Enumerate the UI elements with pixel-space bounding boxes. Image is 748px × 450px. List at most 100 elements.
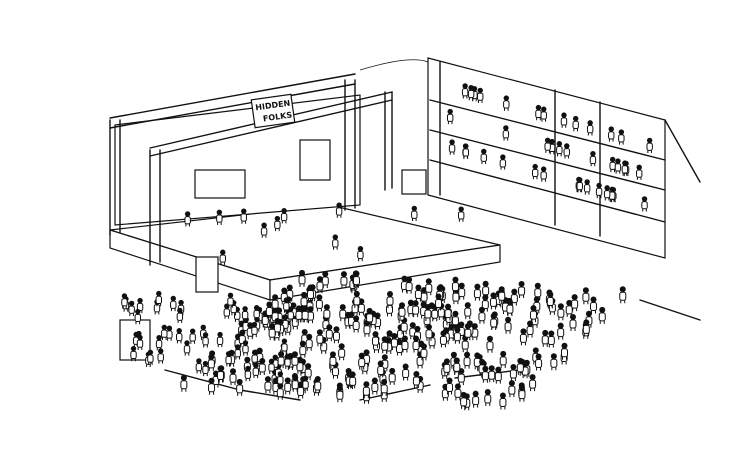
folk[interactable] bbox=[563, 143, 570, 159]
folk[interactable] bbox=[425, 278, 433, 296]
folk[interactable] bbox=[380, 378, 388, 396]
folk[interactable] bbox=[595, 182, 603, 199]
folk[interactable] bbox=[274, 215, 281, 232]
folk[interactable] bbox=[518, 384, 526, 402]
folk[interactable] bbox=[635, 164, 643, 180]
folk[interactable] bbox=[464, 323, 472, 341]
folk[interactable] bbox=[283, 297, 290, 313]
folk[interactable] bbox=[321, 270, 329, 288]
folk[interactable] bbox=[451, 276, 459, 294]
folk[interactable] bbox=[128, 300, 135, 317]
folk[interactable] bbox=[195, 358, 203, 374]
folk[interactable] bbox=[136, 334, 144, 350]
folk[interactable] bbox=[467, 85, 475, 101]
folk[interactable] bbox=[265, 301, 273, 319]
folk[interactable] bbox=[531, 163, 539, 180]
folk[interactable] bbox=[444, 303, 452, 321]
folk[interactable] bbox=[499, 350, 507, 368]
folk[interactable] bbox=[454, 383, 462, 401]
folk[interactable] bbox=[130, 345, 137, 362]
folk[interactable] bbox=[202, 360, 209, 377]
folk[interactable] bbox=[161, 324, 168, 340]
folk[interactable] bbox=[240, 208, 247, 224]
folk[interactable] bbox=[609, 156, 616, 173]
folk[interactable] bbox=[499, 392, 507, 410]
folk[interactable] bbox=[439, 330, 447, 348]
folk[interactable] bbox=[184, 211, 191, 227]
folk[interactable] bbox=[494, 366, 502, 384]
folk[interactable] bbox=[446, 377, 454, 395]
folk[interactable] bbox=[202, 332, 209, 348]
folk[interactable] bbox=[608, 126, 615, 142]
folk[interactable] bbox=[338, 343, 346, 361]
folk[interactable] bbox=[242, 340, 249, 356]
folk[interactable] bbox=[295, 305, 303, 323]
folk[interactable] bbox=[540, 166, 547, 182]
folk[interactable] bbox=[458, 282, 466, 300]
folk[interactable] bbox=[608, 186, 616, 202]
folk[interactable] bbox=[136, 297, 144, 314]
folk[interactable] bbox=[508, 380, 516, 398]
folk[interactable] bbox=[603, 185, 611, 201]
folk[interactable] bbox=[251, 349, 258, 365]
folk[interactable] bbox=[425, 323, 433, 341]
folk[interactable] bbox=[253, 305, 260, 321]
folk[interactable] bbox=[586, 120, 594, 136]
folk[interactable] bbox=[540, 106, 547, 122]
folk[interactable] bbox=[277, 351, 285, 369]
folk[interactable] bbox=[297, 381, 305, 399]
folk[interactable] bbox=[614, 158, 622, 174]
folk[interactable] bbox=[244, 365, 252, 382]
folk[interactable] bbox=[576, 177, 583, 193]
folk[interactable] bbox=[457, 206, 465, 222]
folk[interactable] bbox=[526, 320, 534, 338]
folk[interactable] bbox=[451, 310, 459, 328]
folk[interactable] bbox=[258, 357, 266, 375]
folk[interactable] bbox=[307, 284, 315, 302]
folk[interactable] bbox=[229, 368, 237, 386]
folk[interactable] bbox=[358, 352, 366, 370]
folk[interactable] bbox=[329, 351, 337, 369]
folk[interactable] bbox=[560, 342, 568, 360]
folk[interactable] bbox=[560, 112, 568, 128]
folk[interactable] bbox=[412, 370, 420, 388]
folk[interactable] bbox=[401, 335, 409, 353]
folk[interactable] bbox=[208, 377, 216, 395]
folk[interactable] bbox=[529, 374, 537, 392]
folk[interactable] bbox=[252, 362, 260, 379]
folk[interactable] bbox=[544, 137, 551, 153]
folk[interactable] bbox=[155, 334, 163, 351]
folk[interactable] bbox=[189, 328, 196, 344]
folk[interactable] bbox=[284, 353, 291, 369]
folk[interactable] bbox=[463, 351, 471, 369]
folk[interactable] bbox=[618, 129, 625, 145]
folk[interactable] bbox=[236, 378, 244, 396]
folk[interactable] bbox=[166, 325, 173, 341]
hidden-folks-sign[interactable]: HIDDEN FOLKS bbox=[250, 93, 296, 129]
folk[interactable] bbox=[241, 306, 249, 322]
folk[interactable] bbox=[183, 340, 191, 356]
folk[interactable] bbox=[225, 351, 232, 367]
folk[interactable] bbox=[216, 331, 224, 348]
folk[interactable] bbox=[390, 333, 398, 351]
folk[interactable] bbox=[412, 335, 420, 353]
folk[interactable] bbox=[371, 331, 379, 349]
folk[interactable] bbox=[535, 104, 542, 121]
folk[interactable] bbox=[462, 143, 470, 159]
folk[interactable] bbox=[332, 234, 339, 250]
folk[interactable] bbox=[316, 329, 324, 347]
folk[interactable] bbox=[509, 364, 517, 382]
folk[interactable] bbox=[325, 324, 333, 342]
folk[interactable] bbox=[489, 292, 497, 310]
folk[interactable] bbox=[443, 358, 451, 376]
folk[interactable] bbox=[589, 296, 597, 314]
folk[interactable] bbox=[298, 269, 306, 287]
folk[interactable] bbox=[484, 389, 492, 407]
folk[interactable] bbox=[134, 308, 141, 325]
folk[interactable] bbox=[170, 295, 177, 312]
folk[interactable] bbox=[534, 282, 542, 300]
folk[interactable] bbox=[176, 328, 183, 344]
folk[interactable] bbox=[504, 316, 512, 334]
folk[interactable] bbox=[291, 374, 299, 392]
